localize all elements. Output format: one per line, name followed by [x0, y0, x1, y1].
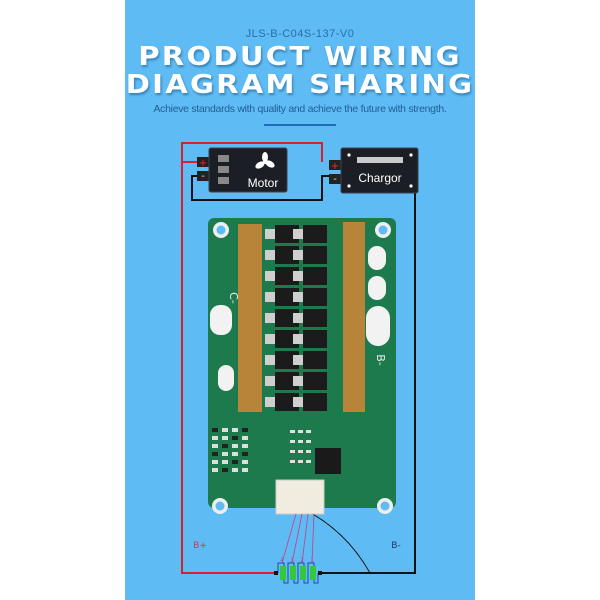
smd-part	[298, 430, 303, 433]
cell-number: 2	[300, 557, 304, 564]
c-minus-label: C-	[227, 292, 240, 304]
mosfet	[303, 393, 327, 411]
charger-minus: -	[333, 174, 337, 185]
charger-label: Chargor	[358, 171, 401, 185]
mosfet-tab	[293, 250, 303, 260]
smd-part	[212, 452, 218, 456]
mosfet-tab	[265, 229, 275, 239]
mosfet	[303, 246, 327, 264]
smd-part	[212, 460, 218, 464]
smd-part	[242, 452, 248, 456]
balance-wires	[281, 513, 315, 564]
smd-part	[242, 468, 248, 472]
smd-part	[306, 440, 311, 443]
smd-part	[232, 436, 238, 440]
balance-connector	[275, 479, 325, 515]
smd-part	[222, 428, 228, 432]
motor-label: Motor	[248, 176, 279, 190]
smd-part	[306, 450, 311, 453]
divider	[264, 124, 336, 126]
cell-number: 3	[290, 557, 294, 564]
mosfet-tab	[293, 292, 303, 302]
smd-part	[212, 468, 218, 472]
charger-box: + - Chargor	[329, 147, 419, 194]
fan-icon	[255, 152, 275, 169]
smd-part	[222, 436, 228, 440]
b-minus-board-label: B-	[374, 354, 387, 366]
smd-part	[222, 452, 228, 456]
smd-part	[306, 430, 311, 433]
positive-wire	[181, 142, 323, 574]
smd-part	[222, 444, 228, 448]
bms-board: C- B-	[208, 218, 396, 515]
mosfet-tab	[265, 250, 275, 260]
cell-number: 4	[280, 557, 284, 564]
ic-chip	[315, 448, 341, 474]
title-line-1: PRODUCT WIRING	[138, 42, 462, 72]
smd-part	[242, 444, 248, 448]
smd-part	[232, 444, 238, 448]
smd-part	[290, 440, 295, 443]
model-number: JLS-B-C04S-137-V0	[245, 28, 355, 40]
motor-box: + - Motor	[197, 147, 288, 193]
mosfet-tab	[265, 313, 275, 323]
smd-part	[222, 460, 228, 464]
mosfet-array	[265, 225, 327, 411]
smd-part	[290, 450, 295, 453]
mosfet-tab	[293, 355, 303, 365]
mosfet-tab	[293, 313, 303, 323]
mosfet-tab	[293, 229, 303, 239]
smd-part	[290, 430, 295, 433]
smd-part	[242, 460, 248, 464]
mosfet	[303, 372, 327, 390]
smd-part	[232, 460, 238, 464]
smd-part	[306, 460, 311, 463]
mosfet-tab	[265, 271, 275, 281]
smd-part	[222, 468, 228, 472]
smd-part	[290, 460, 295, 463]
mosfet	[303, 309, 327, 327]
mosfet	[303, 267, 327, 285]
mosfet-tab	[293, 334, 303, 344]
smd-part	[232, 428, 238, 432]
mosfet-tab	[293, 397, 303, 407]
battery-level-icon	[357, 157, 403, 163]
smd-part	[298, 440, 303, 443]
smd-components	[212, 428, 311, 472]
smd-part	[298, 450, 303, 453]
mosfet-tab	[265, 334, 275, 344]
smd-part	[212, 444, 218, 448]
mosfet	[303, 288, 327, 306]
charger-plus: +	[331, 161, 339, 172]
smd-part	[242, 436, 248, 440]
mosfet	[303, 225, 327, 243]
smd-part	[242, 428, 248, 432]
mosfet-tab	[293, 271, 303, 281]
smd-part	[298, 460, 303, 463]
mosfet	[303, 330, 327, 348]
smd-part	[212, 428, 218, 432]
smd-part	[212, 436, 218, 440]
mosfet-tab	[293, 376, 303, 386]
mosfet-tab	[265, 376, 275, 386]
smd-part	[232, 452, 238, 456]
b-minus-label: B-	[391, 541, 400, 551]
title-line-2: DIAGRAM SHARING	[125, 70, 475, 100]
cell-number: 1	[310, 557, 314, 564]
battery-cells	[274, 562, 322, 584]
subtitle: Achieve standards with quality and achie…	[153, 103, 447, 115]
mosfet-tab	[265, 355, 275, 365]
b-plus-label: B+	[193, 541, 207, 551]
mosfet-tab	[265, 397, 275, 407]
motor-minus: -	[201, 171, 205, 182]
mosfet-tab	[265, 292, 275, 302]
mosfet	[303, 351, 327, 369]
motor-plus: +	[199, 158, 207, 169]
smd-part	[232, 468, 238, 472]
